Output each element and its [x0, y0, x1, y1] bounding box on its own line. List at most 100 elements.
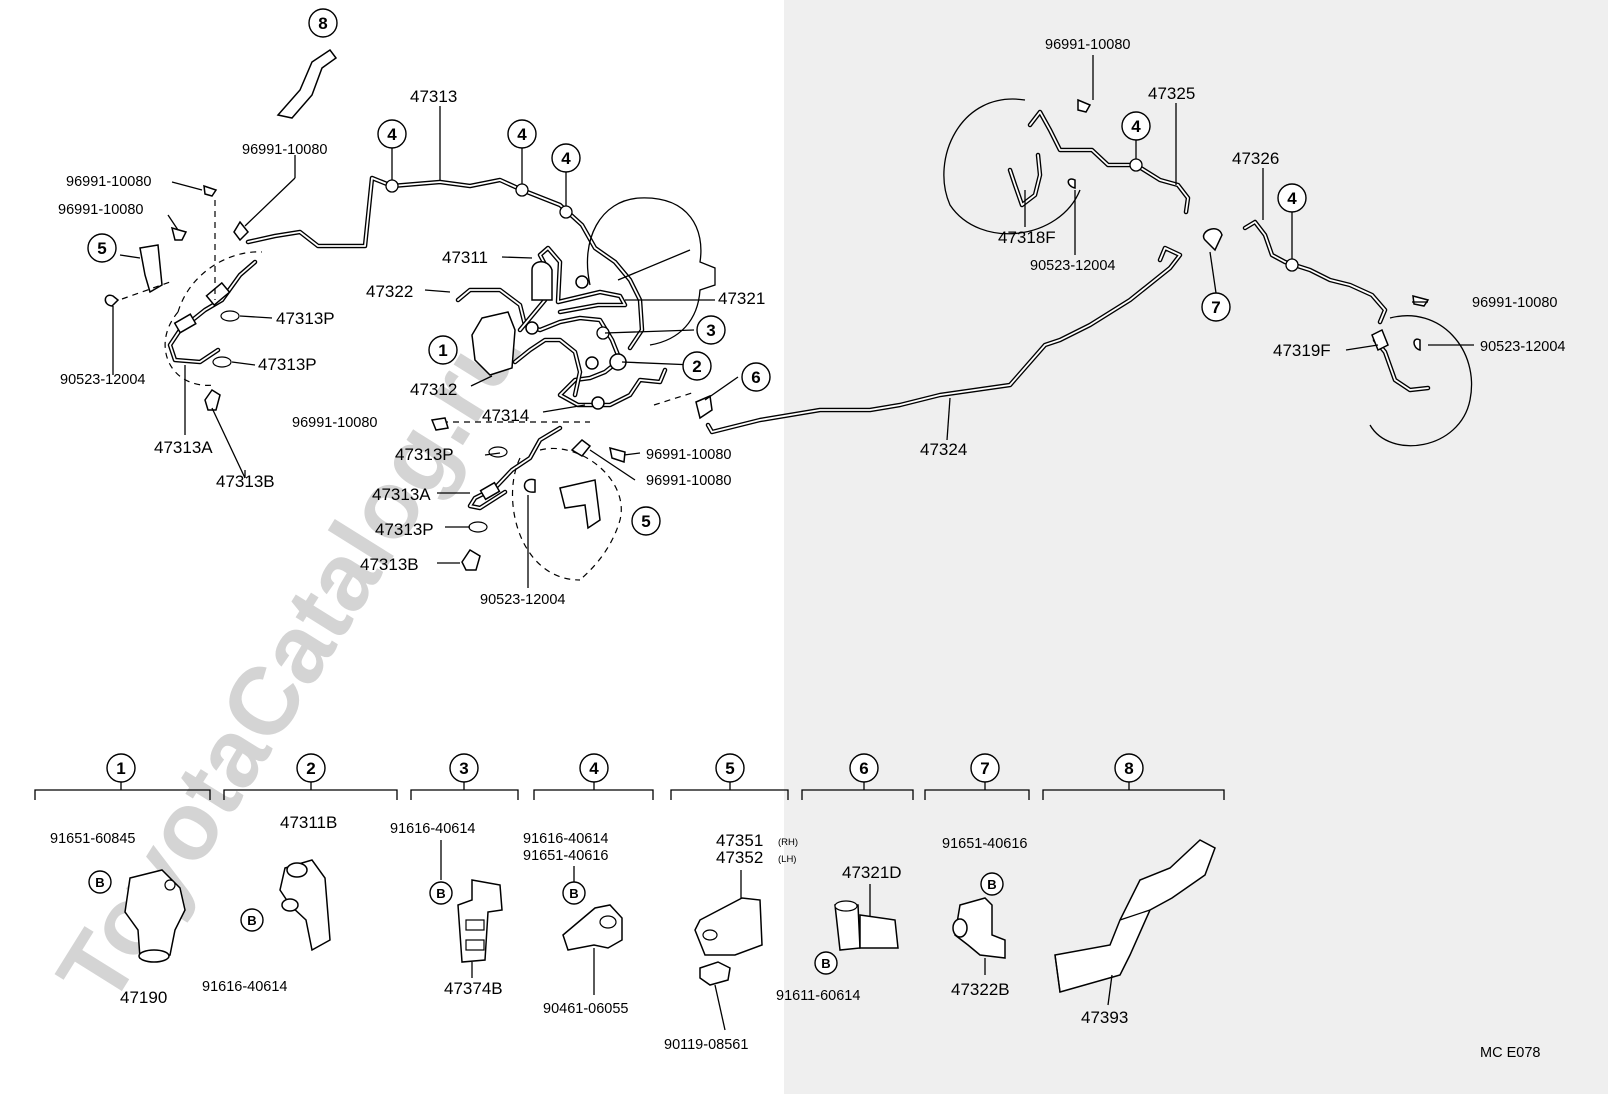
label-90523-mid: 90523-12004 [480, 592, 565, 608]
brake-booster-outline [586, 197, 716, 346]
label-96991-d: 96991-10080 [646, 447, 731, 463]
svg-text:4: 4 [589, 759, 599, 778]
callout-7: 7 [1201, 292, 1231, 322]
label-47318F: 47318F [998, 228, 1056, 247]
svg-text:3: 3 [706, 321, 715, 340]
label-47313B-left: 47313B [216, 472, 275, 491]
detail-part-47190: 47190 [120, 988, 167, 1007]
label-47319F: 47319F [1273, 341, 1331, 360]
right-pipe-47325 [943, 98, 1191, 235]
label-47313A-left: 47313A [154, 438, 213, 457]
callout-1: 1 [428, 335, 458, 365]
svg-text:6: 6 [859, 759, 868, 778]
svg-text:2: 2 [692, 357, 701, 376]
valve-cluster [455, 245, 668, 410]
label-47313P-low: 47313P [375, 520, 434, 539]
svg-text:B: B [569, 886, 578, 901]
svg-text:47321D: 47321D [842, 863, 902, 882]
label-90523-right-b: 90523-12004 [1480, 339, 1565, 355]
svg-text:4: 4 [561, 149, 571, 168]
detail-group-5: 5 47351 (RH) 47352 (LH) 90119-08561 [664, 753, 798, 1053]
diagram-code: MC E078 [1480, 1045, 1540, 1061]
svg-text:47351: 47351 [716, 831, 763, 850]
label-47313-top: 47313 [410, 87, 457, 106]
main-brake-pipe-47313 [245, 175, 645, 351]
label-96991-b: 96991-10080 [66, 174, 151, 190]
svg-text:1: 1 [438, 341, 447, 360]
svg-text:B: B [436, 886, 445, 901]
detail-part-47322B: 47322B [951, 980, 1010, 999]
svg-text:B: B [987, 877, 996, 892]
svg-text:7: 7 [1211, 298, 1220, 317]
detail-group-8: 8 47393 [1054, 753, 1216, 1027]
label-47321: 47321 [718, 289, 765, 308]
detail-part-47374B: 47374B [444, 979, 503, 998]
detail-part-90461-06055: 90461-06055 [543, 1001, 628, 1017]
label-47313A-mid: 47313A [372, 485, 431, 504]
callout-3: 3 [696, 315, 726, 345]
label-47324: 47324 [920, 440, 967, 459]
svg-text:8: 8 [318, 14, 327, 33]
label-47313P-mid: 47313P [395, 445, 454, 464]
detail-brackets [34, 782, 1225, 800]
label-47322: 47322 [366, 282, 413, 301]
label-47313B-low: 47313B [360, 555, 419, 574]
label-96991-c: 96991-10080 [58, 202, 143, 218]
label-47312: 47312 [410, 380, 457, 399]
svg-text:91616-40614: 91616-40614 [523, 831, 608, 847]
rear-pipe-47324 [653, 245, 1183, 435]
svg-text:1: 1 [116, 759, 125, 778]
svg-text:91651-40616: 91651-40616 [942, 836, 1027, 852]
svg-text:4: 4 [1287, 189, 1297, 208]
callout-2: 2 [682, 351, 712, 381]
svg-text:3: 3 [459, 759, 468, 778]
svg-text:7: 7 [980, 759, 989, 778]
svg-text:(LH): (LH) [778, 854, 796, 865]
svg-text:91651-60845: 91651-60845 [50, 831, 135, 847]
label-47326: 47326 [1232, 149, 1279, 168]
label-96991-a: 96991-10080 [242, 142, 327, 158]
svg-text:47311B: 47311B [280, 813, 337, 832]
label-96991-top-right: 96991-10080 [1045, 37, 1130, 53]
detail-group-1: 1 91651-60845 B 47190 [50, 753, 186, 1007]
svg-text:91616-40614: 91616-40614 [390, 821, 475, 837]
svg-text:4: 4 [517, 125, 527, 144]
detail-group-3: 3 91616-40614 B 47374B [390, 753, 503, 998]
label-96991-e: 96991-10080 [646, 473, 731, 489]
svg-text:4: 4 [387, 125, 397, 144]
svg-text:(RH): (RH) [778, 837, 798, 848]
callout-5-center: 5 [631, 506, 661, 536]
label-90523-right-a: 90523-12004 [1030, 258, 1115, 274]
svg-text:8: 8 [1124, 759, 1133, 778]
callout-4-a: 4 [377, 119, 407, 149]
callout-4-right-b: 4 [1277, 183, 1307, 213]
svg-text:5: 5 [725, 759, 734, 778]
label-47314: 47314 [482, 406, 529, 425]
svg-text:2: 2 [306, 759, 315, 778]
detail-part-47393: 47393 [1081, 1008, 1128, 1027]
callout-8-top: 8 [308, 8, 338, 38]
svg-text:47352: 47352 [716, 848, 763, 867]
svg-text:4: 4 [1131, 117, 1141, 136]
svg-text:5: 5 [97, 239, 106, 258]
svg-text:91651-40616: 91651-40616 [523, 848, 608, 864]
detail-group-4: 4 91616-40614 91651-40616 B 90461-06055 [523, 753, 628, 1017]
callout-4-b: 4 [507, 119, 537, 149]
svg-text:5: 5 [641, 512, 650, 531]
detail-group-2: 2 47311B B 91616-40614 [202, 753, 337, 995]
callout-4-c: 4 [551, 143, 581, 173]
label-47325: 47325 [1148, 84, 1195, 103]
label-47313P-a: 47313P [276, 309, 335, 328]
svg-text:B: B [247, 913, 256, 928]
callout-6: 6 [741, 362, 771, 392]
background-gray-panel [784, 0, 1608, 1094]
svg-text:B: B [95, 875, 104, 890]
detail-part-90119-08561: 90119-08561 [664, 1037, 748, 1053]
svg-text:6: 6 [751, 368, 760, 387]
left-front-hose-assembly [104, 184, 263, 411]
center-front-hose-assembly [430, 417, 626, 581]
label-90523-left: 90523-12004 [60, 372, 145, 388]
svg-text:91616-40614: 91616-40614 [202, 979, 287, 995]
right-pipe-47326 [1202, 219, 1473, 447]
